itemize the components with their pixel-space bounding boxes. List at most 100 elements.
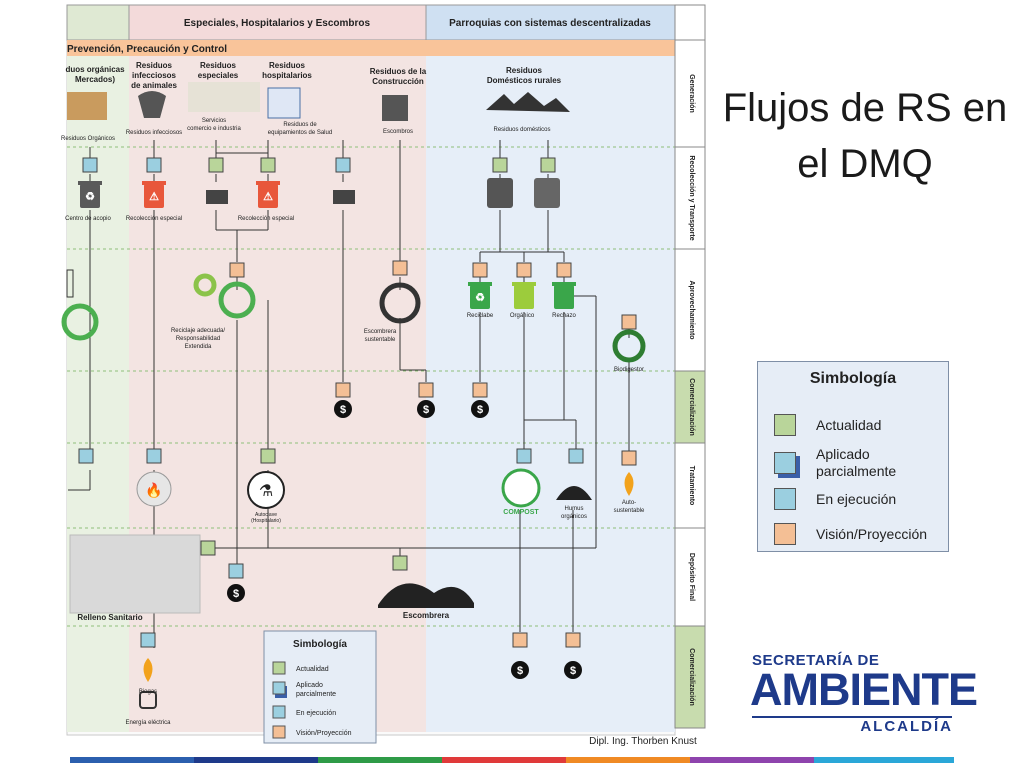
- stage-label-7: Comercialización: [688, 648, 695, 706]
- band-green: [67, 56, 129, 732]
- recycle-cycle-icon: [218, 281, 256, 319]
- rechazo-bin-icon: [554, 285, 574, 309]
- caption-humus-line2: orgánicos: [561, 514, 587, 520]
- legend-swatch-actualidad: [774, 414, 796, 436]
- caption-reciclaje-line2: Responsabilidad: [176, 336, 220, 342]
- recoleccion-bin-icon-1-lid: [142, 181, 166, 185]
- caption-autosustentable-line2: sustentable: [614, 508, 645, 514]
- legend-swatch-ejecucion: [774, 488, 796, 510]
- stage-cell-2: [674, 146, 706, 250]
- caption-humus-line1: Humus: [564, 506, 583, 512]
- stage-cell-3: [674, 248, 706, 372]
- logo-text-ambiente: AMBIENTE: [750, 664, 978, 715]
- caption-organico: Orgánico: [510, 313, 535, 319]
- legend-label-aplicado-line1: Aplicado: [816, 446, 870, 462]
- source-label-5-line2: Construcción: [372, 77, 424, 86]
- secretaria-ambiente-logo: SECRETARÍA DE AMBIENTE ALCALDÍA: [750, 652, 978, 738]
- recoleccion-bin-icon-2: [258, 184, 278, 208]
- status-box-11: [516, 262, 532, 278]
- compost-icon: [501, 468, 541, 508]
- footer-bar-red: [442, 757, 566, 763]
- status-box-22: [621, 450, 637, 466]
- caption-reciclaje-line3: Extendida: [185, 344, 212, 350]
- caption-servicios-line1: Servicios: [202, 118, 226, 124]
- caption-reciclaje-line1: Reciclaje adecuada/: [171, 328, 225, 334]
- caption-biogas: Biogas: [139, 689, 157, 695]
- reciclable-bin-icon-symbol: ♻: [475, 292, 485, 304]
- market-crate-icon: [67, 92, 107, 120]
- humus-hand-icon: [556, 486, 592, 500]
- status-box-21: [568, 448, 584, 464]
- acopio-bin-icon-symbol: ♻: [85, 191, 95, 203]
- organico-bin-icon: [514, 285, 534, 309]
- caption-reciclable: Reciclabe: [467, 313, 494, 319]
- caption-rechazo: Rechazo: [552, 313, 576, 319]
- source-label-5-line1: Residuos de la: [370, 67, 427, 76]
- inner-legend-swatch-2: [272, 681, 286, 695]
- caption-compost: COMPOST: [503, 509, 539, 516]
- slide-title: Flujos de RS en el DMQ: [715, 80, 1015, 192]
- footer-bar-navy: [194, 757, 318, 763]
- status-box-26: [140, 632, 156, 648]
- source-label-1-line2: Mercados): [75, 75, 115, 84]
- stage-cell-5: [674, 442, 706, 529]
- legend-panel: Simbología Actualidad Aplicado parcialme…: [757, 361, 949, 552]
- status-box-2: [146, 157, 162, 173]
- caption-servicios-line2: comercio e industria: [187, 126, 241, 132]
- status-box-20: [516, 448, 532, 464]
- status-box-9: [392, 260, 408, 276]
- status-box-8: [229, 262, 245, 278]
- caption-infecciosos: Residuos infecciosos: [126, 130, 182, 136]
- acopio-bin-icon: [80, 184, 100, 208]
- stage-label-2: Recolección y Transporte: [688, 155, 695, 240]
- organico-bin-icon-lid: [512, 282, 536, 286]
- bag-icon-organico: [534, 178, 560, 208]
- source-label-4-line1: Residuos: [269, 61, 306, 70]
- status-box-19: [260, 448, 276, 464]
- dollar-coin-symbol-6: $: [570, 665, 576, 677]
- recoleccion-bin-icon-2-lid: [256, 181, 280, 185]
- prevencion-label: Prevención, Precaución y Control: [67, 44, 227, 55]
- status-box-27: [512, 632, 528, 648]
- band-left: [129, 56, 426, 732]
- inner-legend-label-2-line1: Aplicado: [296, 682, 323, 689]
- status-box-25: [392, 555, 408, 571]
- auto-flame-icon: [624, 472, 634, 496]
- incineration-flame: 🔥: [145, 482, 162, 499]
- footer-bar-purple: [690, 757, 814, 763]
- legend-item-vision: Visión/Proyección: [774, 523, 927, 545]
- status-box-13: [621, 314, 637, 330]
- stage-cell-4: [674, 370, 706, 444]
- dollar-coin-icon-5: [511, 661, 529, 679]
- recoleccion-bin-icon-1-symbol: ⚠: [149, 191, 159, 203]
- special-waste-icon: [188, 82, 260, 112]
- dollar-coin-symbol-4: $: [233, 588, 239, 600]
- inner-legend-label-1-line1: Actualidad: [296, 666, 329, 673]
- inner-legend-label-3-line1: En ejecución: [296, 710, 336, 717]
- caption-autoclave-line2: (Hospitalario): [251, 518, 281, 524]
- bag-icon-reciclable: [487, 178, 513, 208]
- cart-icon-1: [206, 190, 228, 204]
- status-box-7: [540, 157, 556, 173]
- caption-relleno: Relleno Sanitario: [77, 613, 142, 622]
- stage-cell-6: [674, 527, 706, 627]
- legend-item-aplicado: Aplicado parcialmente: [774, 446, 896, 480]
- mountains-icon: [486, 92, 570, 112]
- caption-autosustentable-line1: Auto-: [622, 500, 636, 506]
- stage-label-5: Tratamiento: [688, 466, 695, 506]
- caption-acopio: Centro de acopio: [65, 216, 111, 222]
- caption-biodigestor: Biodigestor: [614, 367, 644, 373]
- caption-energia: Energía eléctrica: [125, 720, 171, 726]
- incineration-icon: [136, 471, 172, 507]
- header-cell-green: [66, 4, 130, 41]
- status-box-4: [260, 157, 276, 173]
- stage-label-3: Aprovechamiento: [688, 280, 695, 339]
- organics-cycle-icon: [61, 303, 99, 341]
- dollar-coin-icon-3: [471, 400, 489, 418]
- source-label-2-line3: de animales: [131, 81, 177, 90]
- hospital-icon: [267, 87, 301, 119]
- inner-legend-title: Simbología: [293, 639, 347, 650]
- reciclable-bin-icon-lid: [468, 282, 492, 286]
- edge-bracket-icon: [66, 269, 74, 298]
